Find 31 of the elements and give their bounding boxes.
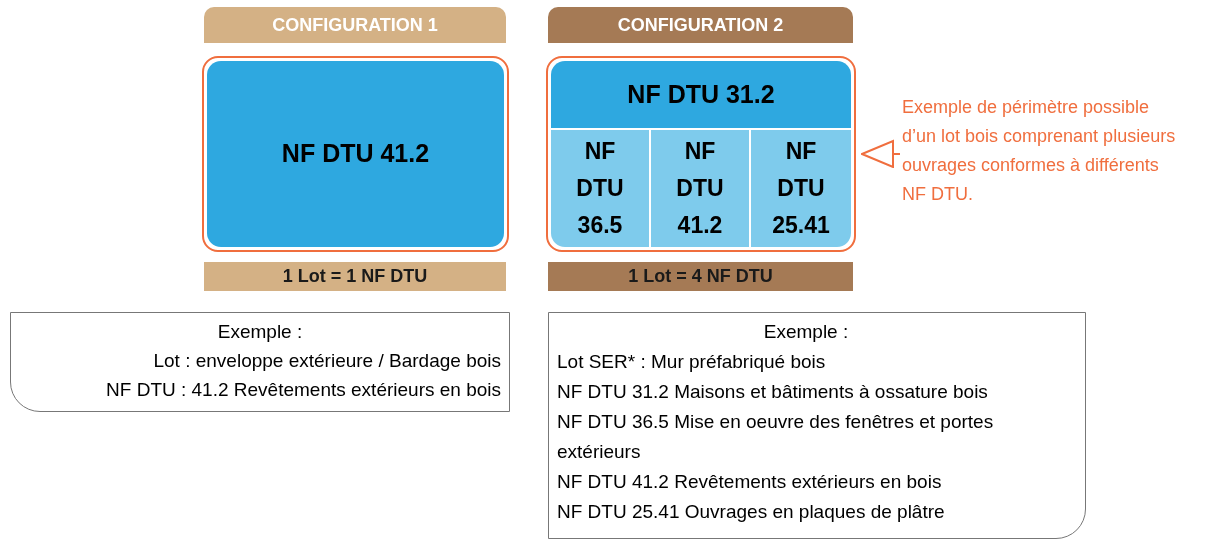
- standard-label: NF DTU 25.41: [771, 137, 831, 240]
- header-label: CONFIGURATION 2: [617, 13, 784, 37]
- standard-label: NF DTU 36.5: [575, 137, 625, 240]
- example-line: NF DTU : 41.2 Revêtements extérieurs en bois: [106, 378, 501, 402]
- standard-box: [551, 61, 851, 128]
- lot-count-label: 1 Lot = 4 NF DTU: [628, 265, 773, 288]
- example-line: NF DTU 41.2 Revêtements extérieurs en bois: [557, 470, 943, 494]
- example-box: [548, 312, 1086, 539]
- footer-band: [548, 262, 853, 291]
- example-line: Lot SER* : Mur préfabriqué bois: [557, 350, 827, 374]
- lot-frame: [546, 56, 856, 252]
- callout-text: Exemple de périmètre possible d’un lot bois comprenant plusieurs ouvrages conformes à différents NF DTU.: [902, 96, 1177, 206]
- standard-cell: [551, 130, 649, 247]
- standard-label: NF DTU 41.2: [675, 137, 725, 240]
- header-band: [548, 7, 853, 43]
- standard-label: NF DTU 41.2: [281, 138, 430, 170]
- example-line: NF DTU 31.2 Maisons et bâtiments à ossature bois: [557, 380, 989, 404]
- example-line: Lot : enveloppe extérieure / Bardage bois: [153, 349, 501, 373]
- footer-band: [204, 262, 506, 291]
- example-box: [10, 312, 510, 412]
- example-heading: Exemple :: [763, 320, 849, 344]
- example-line: NF DTU 25.41 Ouvrages en plaques de plâtre: [557, 500, 946, 524]
- standard-label: NF DTU 31.2: [627, 78, 775, 110]
- example-line: NF DTU 36.5 Mise en oeuvre des fenêtres et portes extérieurs: [557, 410, 995, 464]
- standard-cell: [751, 130, 851, 247]
- standard-cell: [651, 130, 749, 247]
- header-label: CONFIGURATION 1: [272, 13, 438, 37]
- header-band: [204, 7, 506, 43]
- lot-count-label: 1 Lot = 1 NF DTU: [282, 265, 428, 288]
- callout-pointer: [861, 140, 901, 168]
- example-heading: Exemple :: [217, 320, 303, 344]
